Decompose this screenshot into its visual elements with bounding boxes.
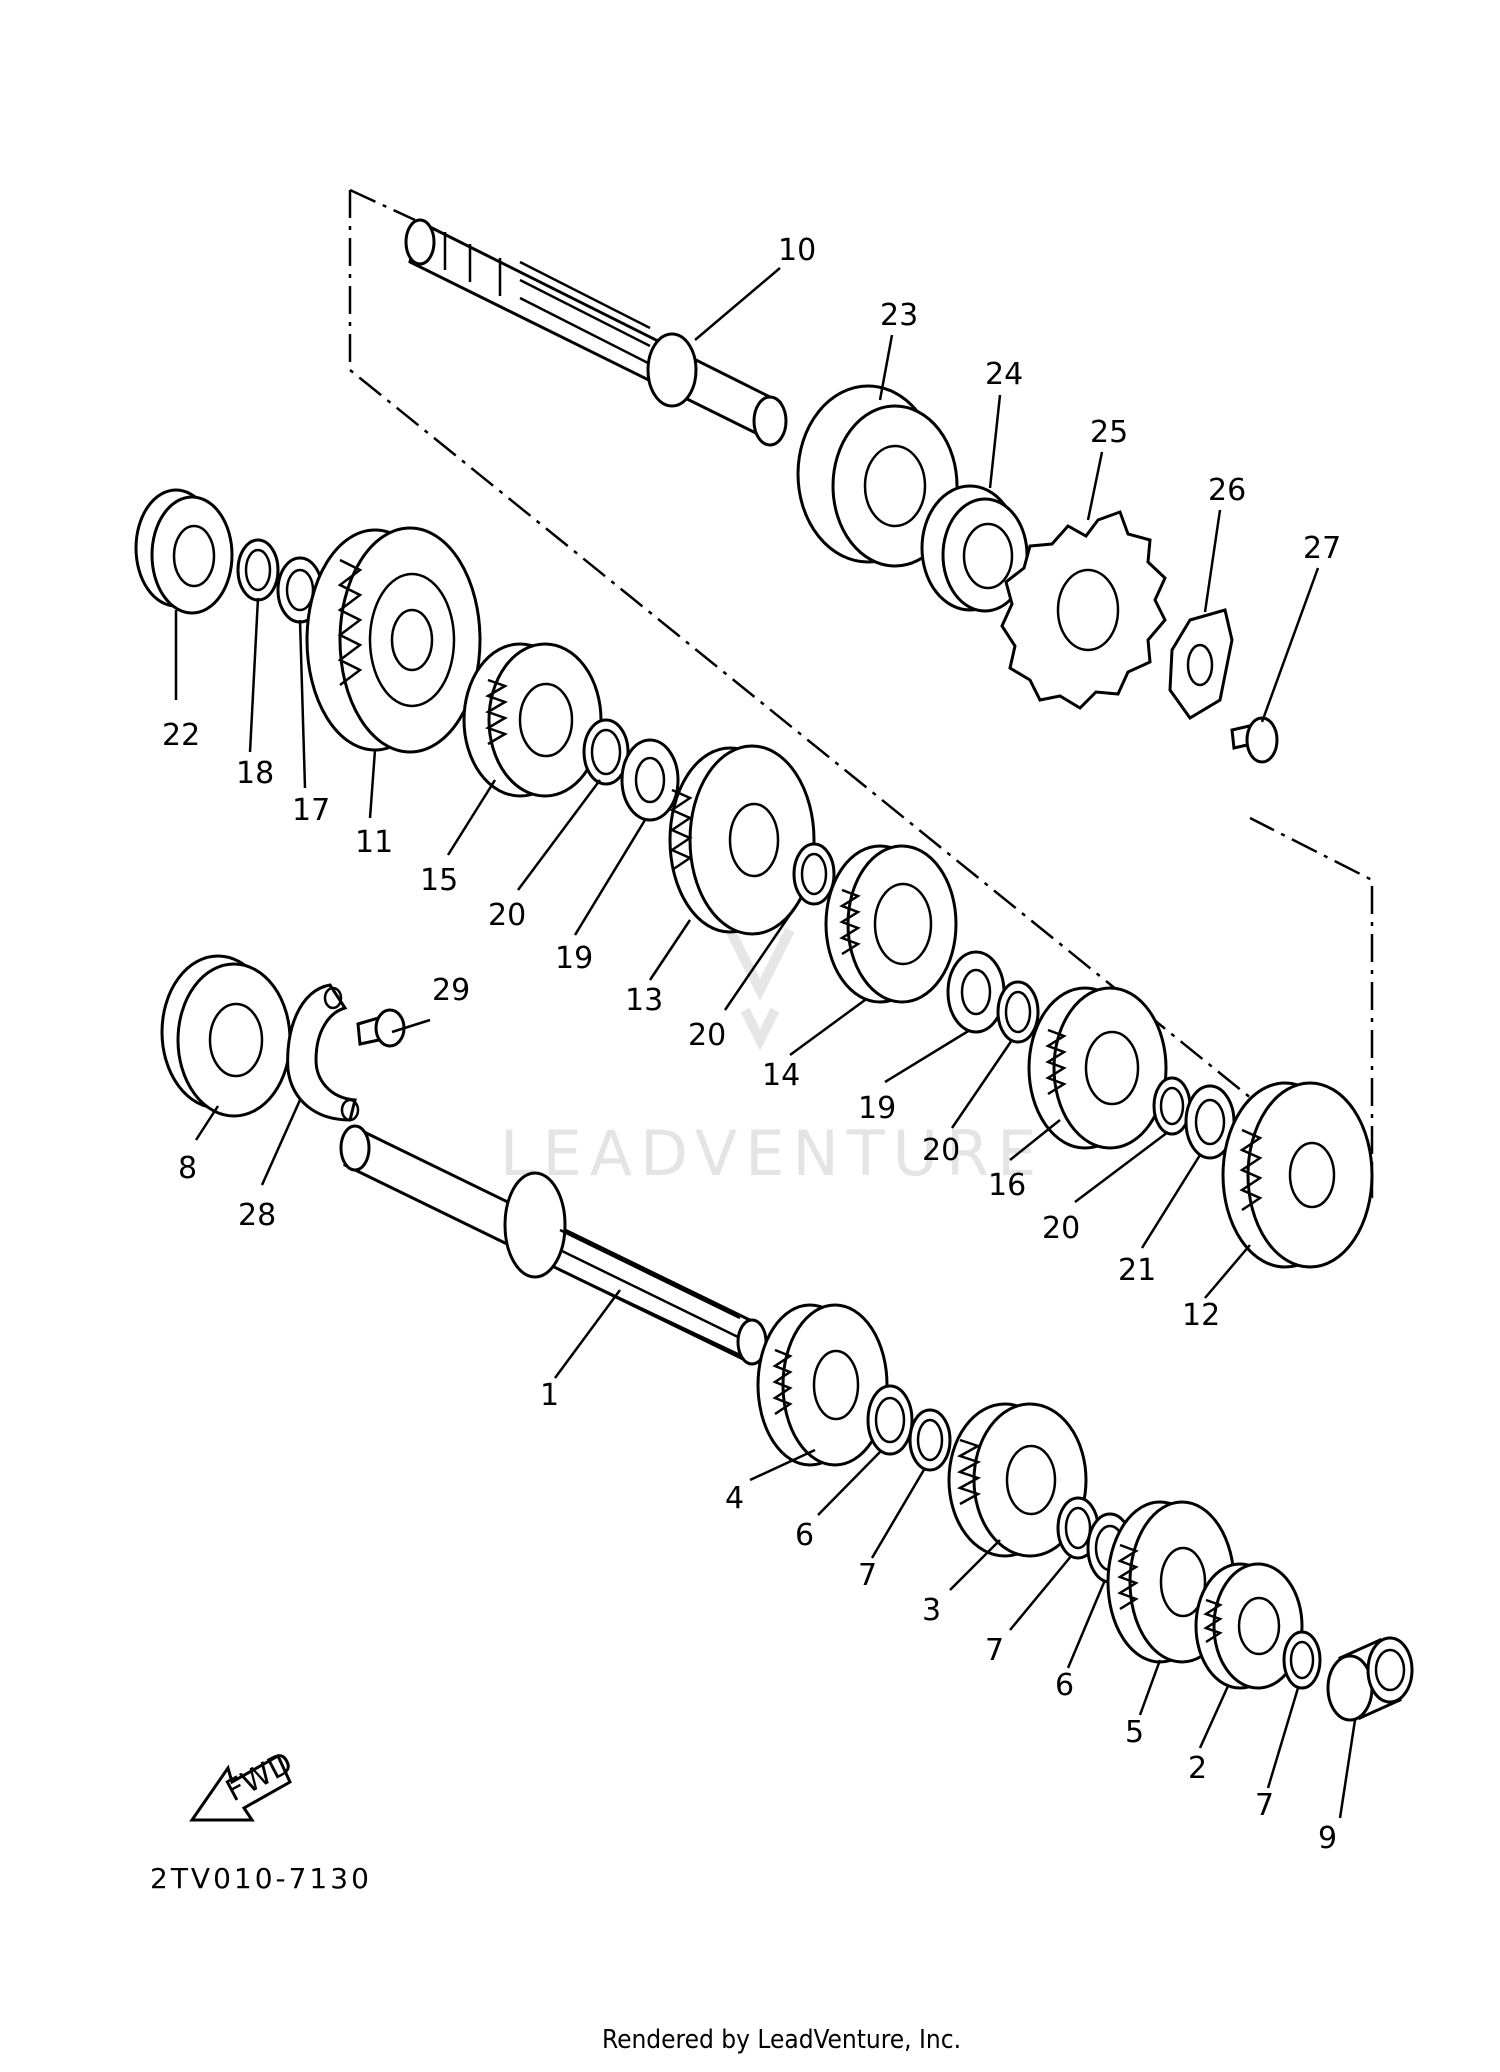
label-2: 2 [1188,1751,1207,1786]
label-9: 9 [1318,1821,1337,1856]
label-20-d: 20 [1042,1211,1080,1246]
circlip-20-mid [792,842,836,906]
render-credit: Rendered by LeadVenture, Inc. [602,2025,961,2055]
label-17: 17 [292,793,330,828]
label-19-b: 19 [858,1091,896,1126]
label-19-a: 19 [555,941,593,976]
label-12: 12 [1182,1298,1220,1333]
circlip-7-lower [1282,1630,1322,1690]
washer-19-upper [620,738,680,822]
label-6-a: 6 [795,1518,814,1553]
screw-29 [356,1008,406,1048]
label-23: 23 [880,298,918,333]
label-16: 16 [988,1168,1026,1203]
gear-4 [756,1303,889,1467]
drive-axle [404,218,788,447]
label-7-b: 7 [985,1633,1004,1668]
label-14: 14 [762,1058,800,1093]
needle-bearing-9 [1326,1636,1414,1722]
label-11: 11 [355,825,393,860]
label-18: 18 [236,756,274,791]
gear-5 [1106,1500,1236,1664]
gear-11 [305,526,482,754]
bearing-8 [160,954,292,1118]
leader-lines [174,267,1357,1819]
label-6-b: 6 [1055,1668,1074,1703]
gear-15 [462,642,603,798]
label-4: 4 [725,1481,744,1516]
washer-19-lower [946,950,1006,1034]
label-7-c: 7 [1255,1788,1274,1823]
part-labels: 10 23 24 25 26 27 22 18 17 11 15 20 19 1… [162,233,1341,1856]
label-28: 28 [238,1198,276,1233]
fwd-arrow-icon: FWD [189,1745,299,1822]
gear-2 [1194,1562,1304,1690]
label-21: 21 [1118,1253,1156,1288]
bolt-27 [1230,716,1279,764]
gear-12 [1221,1081,1374,1269]
main-axle-1 [339,1124,768,1366]
label-15: 15 [420,863,458,898]
diagram-code: 2TV010-7130 [150,1862,372,1895]
watermark: LEADVENTURE [500,927,1044,1190]
gear-13 [668,744,816,936]
label-25: 25 [1090,415,1128,450]
circlip-7-upper [908,1408,952,1472]
label-1: 1 [540,1378,559,1413]
label-24: 24 [985,357,1023,392]
label-20-a: 20 [488,898,526,933]
circlip-20-right [996,980,1040,1044]
label-13: 13 [625,983,663,1018]
label-27: 27 [1303,531,1341,566]
label-20-c: 20 [922,1133,960,1168]
label-22: 22 [162,718,200,753]
label-10: 10 [778,233,816,268]
label-7-a: 7 [858,1558,877,1593]
bearing-stopper-28 [286,983,360,1122]
label-20-b: 20 [688,1018,726,1053]
circlip-18 [236,538,280,602]
circlip-20-upper [582,718,630,786]
label-5: 5 [1125,1715,1144,1750]
gear-14 [824,844,958,1004]
washer-6-upper [866,1384,914,1456]
lock-washer-26 [1168,608,1234,720]
watermark-text: LEADVENTURE [500,1117,1044,1190]
circlip-20-low [1152,1076,1192,1136]
label-26: 26 [1208,473,1246,508]
bearing-22 [134,488,234,615]
label-8: 8 [178,1151,197,1186]
label-3: 3 [922,1593,941,1628]
sprocket-25 [1000,510,1167,710]
label-29: 29 [432,973,470,1008]
gear-16 [1027,986,1168,1150]
